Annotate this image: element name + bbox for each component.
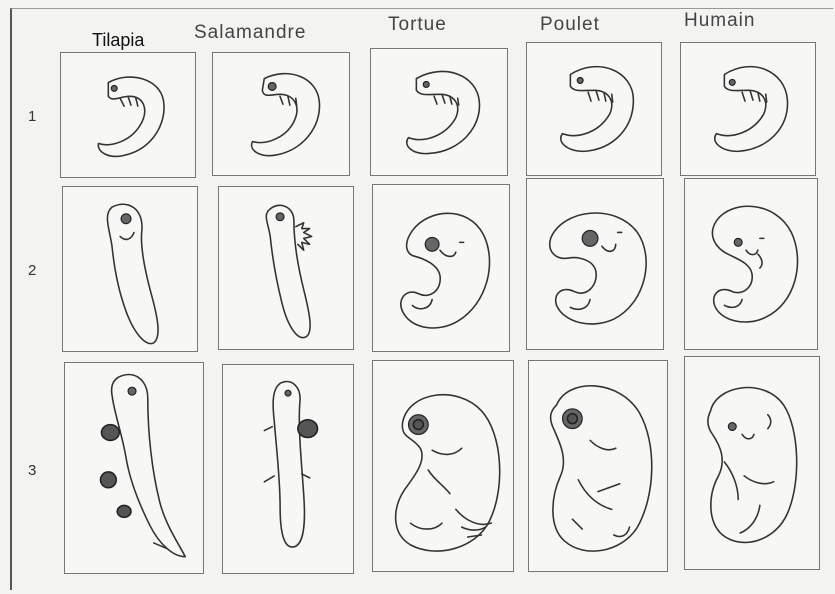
embryo-drawing: [213, 53, 349, 175]
column-label-tortue: Tortue: [388, 14, 447, 36]
embryo-tortue-stage-2: [372, 184, 510, 352]
embryo-drawing: [527, 43, 661, 175]
embryo-drawing: [527, 179, 663, 349]
embryo-drawing: [223, 365, 353, 573]
column-label-tilapia: Tilapia: [92, 30, 144, 51]
embryo-drawing: [681, 43, 815, 175]
row-label-2: 2: [28, 262, 36, 279]
embryo-poulet-stage-1: [526, 42, 662, 176]
embryo-humain-stage-3: [684, 356, 820, 570]
column-label-humain: Humain: [684, 10, 755, 32]
embryo-drawing: [65, 363, 203, 573]
column-label-salamandre: Salamandre: [194, 22, 306, 44]
embryo-tortue-stage-3: [372, 360, 514, 572]
embryo-humain-stage-1: [680, 42, 816, 176]
embryo-tilapia-stage-1: [60, 52, 196, 178]
embryo-drawing: [529, 361, 667, 571]
embryo-tilapia-stage-2: [62, 186, 198, 352]
embryo-drawing: [373, 361, 513, 571]
embryo-drawing: [373, 185, 509, 351]
embryo-drawing: [685, 357, 819, 569]
embryo-humain-stage-2: [684, 178, 818, 350]
row-label-3: 3: [28, 462, 36, 479]
embryo-drawing: [63, 187, 197, 351]
embryo-poulet-stage-3: [528, 360, 668, 572]
embryo-drawing: [685, 179, 817, 349]
embryo-tortue-stage-1: [370, 48, 508, 176]
embryo-salamandre-stage-1: [212, 52, 350, 176]
embryo-drawing: [61, 53, 195, 177]
embryo-salamandre-stage-2: [218, 186, 354, 350]
embryo-tilapia-stage-3: [64, 362, 204, 574]
embryo-salamandre-stage-3: [222, 364, 354, 574]
embryo-drawing: [371, 49, 507, 175]
column-label-poulet: Poulet: [540, 14, 600, 36]
row-label-1: 1: [28, 108, 36, 125]
embryo-poulet-stage-2: [526, 178, 664, 350]
embryo-drawing: [219, 187, 353, 349]
